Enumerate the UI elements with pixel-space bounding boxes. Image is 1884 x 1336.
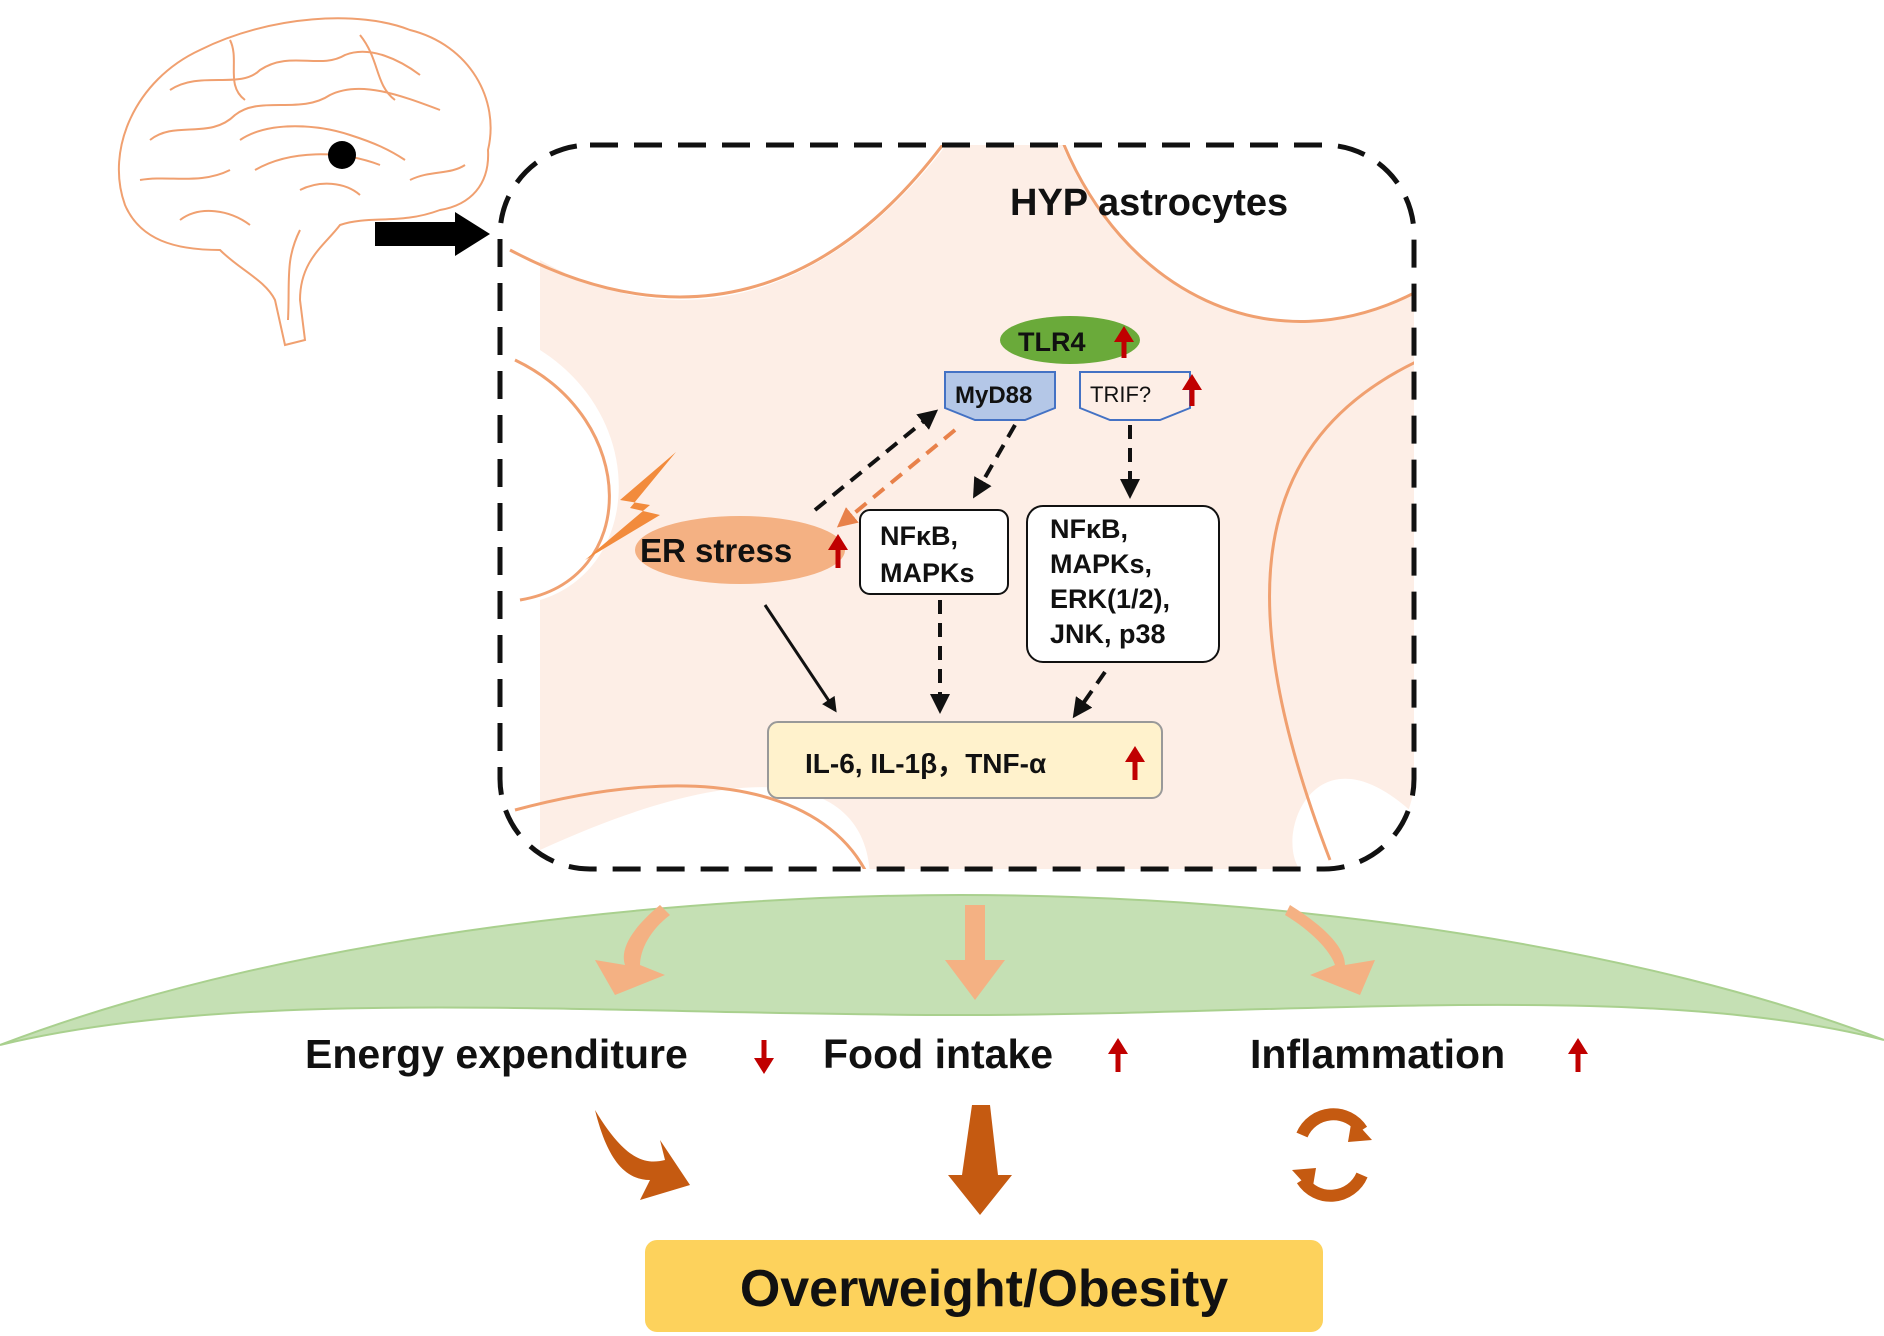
curved-arrow-icon <box>595 1110 690 1200</box>
down-arrow-icon <box>595 905 670 995</box>
trif-targets-line2: MAPKs, <box>1050 549 1152 579</box>
trif-targets-line3: ERK(1/2), <box>1050 584 1170 614</box>
up-arrow-icon <box>1182 374 1202 406</box>
arrow-er-to-cytokines <box>763 604 837 713</box>
zoom-arrow <box>375 212 490 256</box>
up-arrow-icon <box>1108 1038 1128 1072</box>
myd88-targets-box <box>859 509 1009 595</box>
cytokine-label: IL-6, IL-1β，TNF-α <box>805 748 1046 779</box>
trif-targets-box <box>1026 505 1220 663</box>
up-arrow-icon <box>828 534 848 568</box>
myd88-adapter <box>944 371 1056 421</box>
panel-title: HYP astrocytes <box>1010 182 1288 224</box>
trif-label: TRIF? <box>1090 382 1151 407</box>
er-stress-node <box>635 516 845 584</box>
trif-targets-line1: NFκB, <box>1050 514 1128 544</box>
green-band <box>0 893 1884 1046</box>
myd88-targets-line2: MAPKs <box>880 558 975 588</box>
up-arrow-icon <box>1125 746 1145 780</box>
myd88-targets-line1: NFκB, <box>880 521 958 551</box>
arrow-myd88-to-er <box>836 428 957 528</box>
tlr4-receptor <box>1000 316 1140 364</box>
arrow-myd88-to-nfkb <box>973 424 1017 499</box>
er-stress-label: ER stress <box>640 532 792 569</box>
trif-targets-line4: JNK, p38 <box>1050 619 1166 649</box>
outcome-inflammation: Inflammation <box>1250 1031 1505 1077</box>
down-arrow-icon <box>754 1040 774 1074</box>
up-arrow-icon <box>1568 1038 1588 1072</box>
down-arrow-icon <box>945 905 1005 1000</box>
tlr4-label: TLR4 <box>1018 327 1086 357</box>
myd88-label: MyD88 <box>955 382 1032 409</box>
hypothalamus-marker <box>328 141 356 169</box>
arrow-er-to-myd88 <box>813 409 939 512</box>
up-arrow-icon <box>1114 326 1134 358</box>
lightning-icon <box>585 452 676 560</box>
brain-icon <box>117 17 492 347</box>
down-arrow-icon <box>948 1105 1012 1215</box>
arrow-box-to-cytokines <box>1072 670 1107 719</box>
down-arrow-icon <box>1285 905 1375 995</box>
outcome-food: Food intake <box>823 1031 1053 1077</box>
result-label: Overweight/Obesity <box>740 1260 1228 1318</box>
panel-frame <box>497 142 1417 872</box>
trif-adapter <box>1079 371 1191 421</box>
result-box <box>645 1240 1323 1332</box>
cytokine-box <box>767 721 1163 799</box>
outcome-energy: Energy expenditure <box>305 1031 688 1077</box>
